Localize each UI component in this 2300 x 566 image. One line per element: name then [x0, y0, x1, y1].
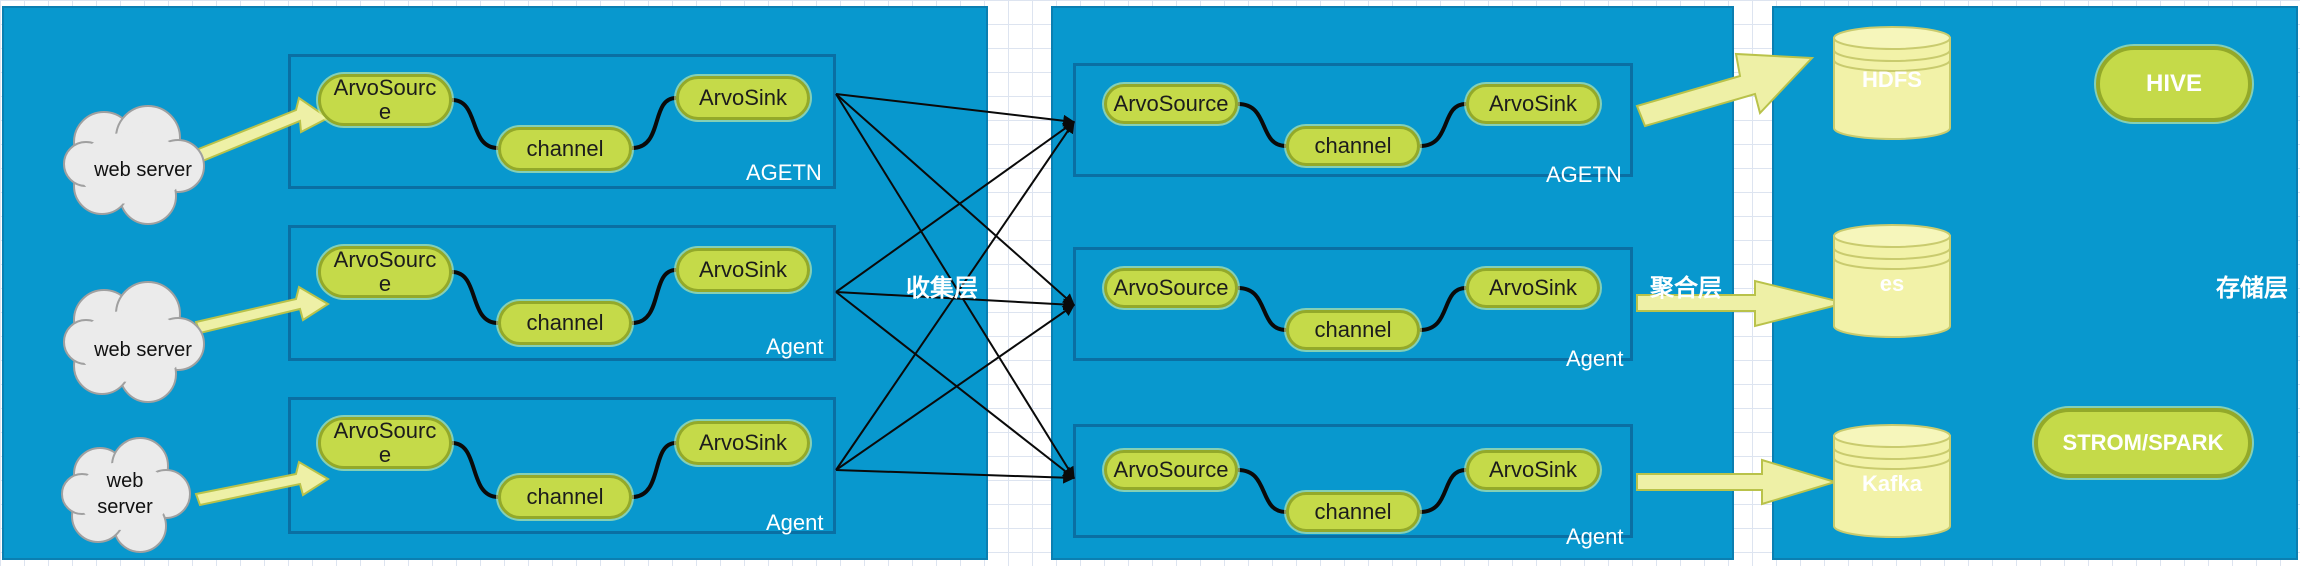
ingest-arrows: [194, 96, 330, 507]
collect-agent-label-3: Agent: [766, 510, 824, 535]
store-arrows: [1635, 52, 1846, 506]
aggregate-agent-label-2: Agent: [1566, 346, 1624, 371]
database-icons: [1833, 26, 1951, 538]
aggregate-sink-2: ArvoSink: [1466, 268, 1600, 308]
collect-sink-1: ArvoSink: [676, 76, 810, 120]
collect-source-2: ArvoSourc e: [318, 246, 452, 298]
collect-agent-box-3: [288, 397, 836, 534]
store-label-hdfs: HDFS: [1862, 67, 1922, 92]
aggregate-sink-3: ArvoSink: [1466, 450, 1600, 490]
aggregate-channel-3: channel: [1286, 492, 1420, 532]
aggregate-channel-2: channel: [1286, 310, 1420, 350]
cloud-icons: [61, 105, 205, 553]
collect-connectors: [451, 96, 677, 499]
web-server-label-3: web server: [97, 470, 153, 518]
cloud-icon: [63, 105, 205, 225]
collect-source-3: ArvoSourc e: [318, 417, 452, 469]
cloud-icon: [61, 437, 191, 553]
aggregate-source-3: ArvoSource: [1104, 450, 1238, 490]
aggregate-agent-label-1: AGETN: [1546, 162, 1622, 187]
aggregate-layer-title: 聚合层: [1650, 275, 1722, 302]
collect-agent-label-2: Agent: [766, 334, 824, 359]
collect-agent-label-1: AGETN: [746, 160, 822, 185]
collect-sink-3: ArvoSink: [676, 421, 810, 465]
collect-layer-title: 收集层: [906, 275, 978, 302]
aggregate-source-2: ArvoSource: [1104, 268, 1238, 308]
aggregate-source-1: ArvoSource: [1104, 84, 1238, 124]
storage-layer-title: 存储层: [2216, 275, 2288, 302]
web-server-label-1: web server: [94, 159, 192, 181]
store-label-kafka: Kafka: [1862, 471, 1922, 496]
compute-strom-spark: STROM/SPARK: [2034, 408, 2252, 478]
database-icon: [1833, 224, 1951, 338]
collect-channel-2: channel: [498, 301, 632, 345]
database-icon: [1833, 424, 1951, 538]
database-icon: [1833, 26, 1951, 140]
web-server-label-2: web server: [94, 339, 192, 361]
aggregate-sink-1: ArvoSink: [1466, 84, 1600, 124]
collect-channel-1: channel: [498, 127, 632, 171]
aggregate-channel-1: channel: [1286, 126, 1420, 166]
collect-agent-box-2: [288, 225, 836, 361]
aggregate-agent-label-3: Agent: [1566, 524, 1624, 549]
collect-channel-3: channel: [498, 475, 632, 519]
cloud-icon: [63, 281, 205, 403]
cross-connections: [835, 93, 1076, 484]
store-label-es: es: [1879, 271, 1905, 296]
compute-hive: HIVE: [2096, 46, 2252, 122]
collect-source-1: ArvoSourc e: [318, 74, 452, 126]
collect-sink-2: ArvoSink: [676, 248, 810, 292]
aggregate-connectors: [1237, 102, 1467, 514]
